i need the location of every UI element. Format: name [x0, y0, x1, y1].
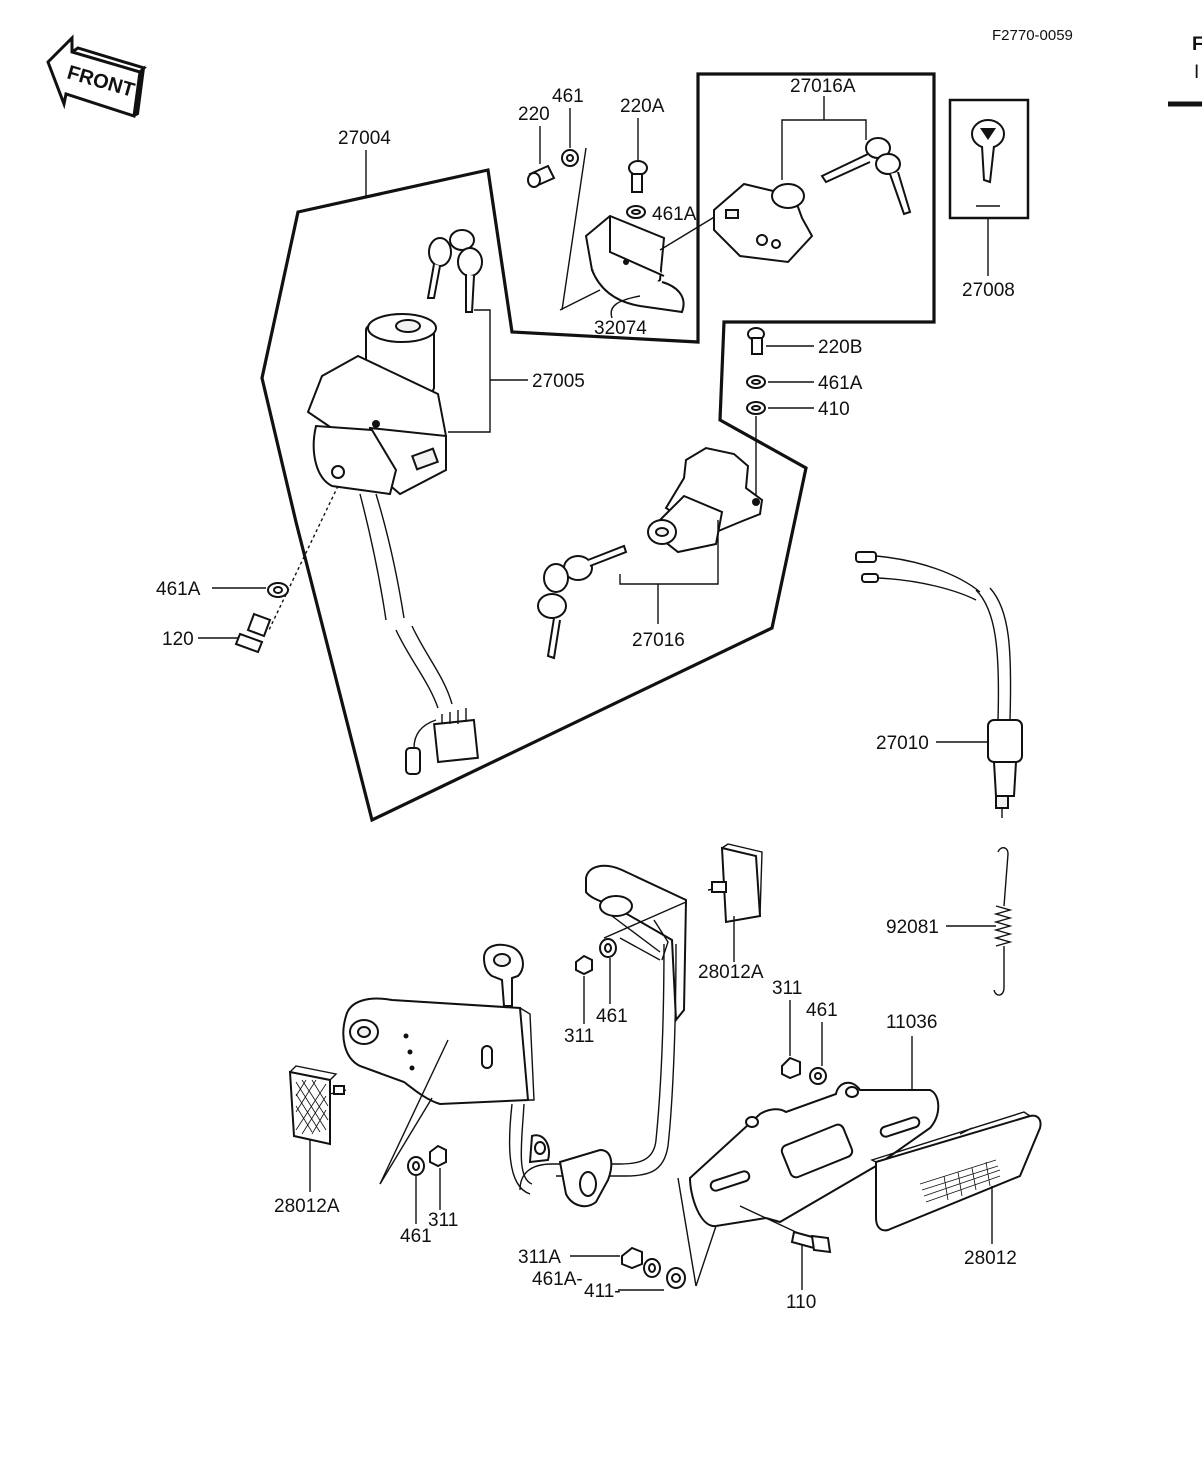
label-110: 110 — [786, 1292, 816, 1313]
label-92081: 92081 — [886, 917, 939, 938]
label-311-a: 311 — [564, 1026, 594, 1047]
key-icon — [971, 119, 1005, 207]
label-220: 220 — [518, 104, 550, 125]
nut-icon — [429, 1144, 447, 1168]
washer-icon — [407, 1156, 425, 1176]
label-461-a: 461 — [596, 1006, 628, 1027]
leader-dash-bracket — [603, 901, 687, 939]
label-311-c: 311 — [428, 1210, 458, 1231]
spring-icon — [993, 847, 1013, 996]
label-11036: 11036 — [886, 1012, 937, 1033]
label-461A-top: 461A — [652, 204, 697, 225]
washer-icon — [561, 149, 579, 167]
label-461A-mid: 461A — [818, 373, 863, 394]
leader-cover-to-lock — [659, 215, 717, 251]
label-220A: 220A — [620, 96, 665, 117]
set-outline-27004 — [260, 72, 936, 823]
nut-icon — [781, 1056, 801, 1080]
bracket-11036 — [688, 1081, 940, 1228]
leader-27016A — [781, 119, 867, 180]
leader-27016 — [619, 520, 719, 585]
lamp-28012 — [870, 1111, 1042, 1232]
washer-icon — [746, 375, 766, 389]
leader-dash-top — [561, 147, 587, 311]
label-27005: 27005 — [532, 371, 585, 392]
label-411: 411- — [584, 1281, 621, 1302]
key-icon — [537, 544, 628, 660]
washer-icon — [626, 205, 646, 219]
switch-27010 — [855, 551, 1023, 818]
screw-icon — [747, 327, 765, 355]
label-27016A: 27016A — [790, 76, 856, 97]
washer-icon — [746, 401, 766, 415]
bracket-frame — [342, 864, 688, 1208]
leader-dash-plate-2 — [379, 1097, 433, 1185]
reflector-28012A-upper — [707, 843, 763, 924]
label-28012A-lower: 28012A — [274, 1196, 340, 1217]
label-27016: 27016 — [632, 630, 685, 651]
washer-icon — [267, 582, 289, 598]
washer-icon — [666, 1267, 686, 1289]
edge-letter-bottom: I — [1194, 62, 1199, 83]
leader-dash-bottom-2 — [695, 1225, 717, 1287]
label-461-top: 461 — [552, 86, 584, 107]
label-28012: 28012 — [964, 1248, 1017, 1269]
nut-icon — [621, 1246, 643, 1270]
nut-icon — [575, 954, 593, 976]
label-461-b: 461 — [806, 1000, 838, 1021]
key-icon — [820, 137, 912, 216]
label-311A: 311A — [518, 1247, 561, 1268]
bolt-icon — [234, 612, 272, 654]
key-icon — [426, 229, 483, 313]
edge-letter-top: F — [1192, 34, 1202, 55]
ignition-switch-27005 — [306, 229, 483, 775]
switch-cover-32074 — [584, 214, 685, 314]
leader-27005 — [448, 309, 491, 433]
label-410: 410 — [818, 399, 850, 420]
figure-code: F2770-0059 — [992, 27, 1073, 44]
leader-dash-cover — [559, 289, 601, 311]
front-arrow-icon: FRONT — [46, 34, 147, 118]
label-27008: 27008 — [962, 280, 1015, 301]
label-311-b: 311 — [772, 978, 802, 999]
lock-27016 — [647, 446, 764, 554]
leader-dash-110 — [739, 1205, 801, 1235]
label-120: 120 — [162, 629, 194, 650]
leader-dash-bottom — [677, 1177, 697, 1287]
reflector-28012A-lower — [288, 1065, 347, 1146]
label-220B: 220B — [818, 337, 862, 358]
label-32074: 32074 — [594, 318, 647, 339]
screw-icon — [628, 160, 648, 193]
leader-32074 — [610, 295, 641, 319]
label-27010: 27010 — [876, 733, 929, 754]
bolt-icon — [790, 1230, 832, 1254]
washer-icon — [809, 1067, 827, 1085]
washer-icon — [599, 938, 617, 958]
washer-icon — [643, 1258, 661, 1278]
lock-27016A — [713, 182, 814, 264]
label-28012A-upper: 28012A — [698, 962, 764, 983]
leader-dash-left — [267, 485, 339, 633]
label-27004: 27004 — [338, 128, 391, 149]
screw-icon — [527, 164, 556, 188]
leader-dash-bracket-2 — [619, 937, 661, 961]
label-461A-left: 461A — [156, 579, 201, 600]
label-461A-bottom: 461A- — [532, 1269, 583, 1290]
leader-dash-plate — [379, 1039, 449, 1185]
label-461-c: 461 — [400, 1226, 432, 1247]
